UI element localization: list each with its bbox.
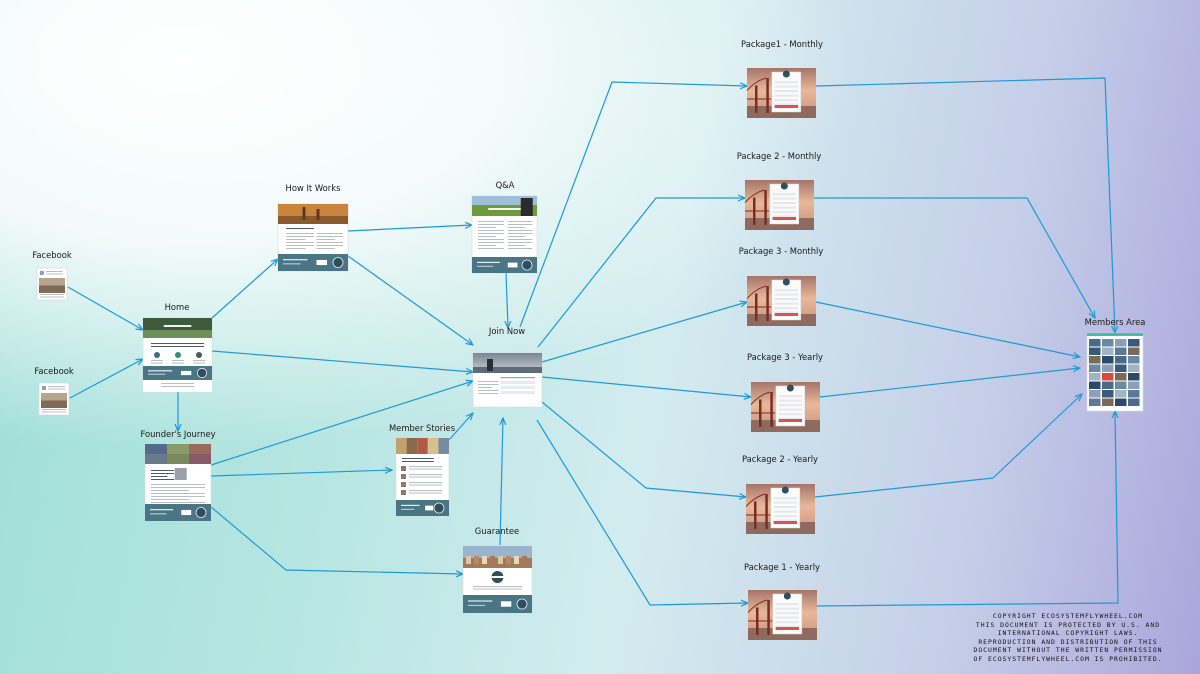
page-thumbnail-guarantee[interactable] bbox=[462, 545, 533, 614]
copyright-line: OF ECOSYSTEMFLYWHEEL.COM IS PROHIBITED. bbox=[973, 654, 1163, 663]
node-label-qa: Q&A bbox=[496, 180, 515, 190]
edge-home-to-join bbox=[211, 350, 473, 372]
page-thumbnail-p2m[interactable] bbox=[744, 180, 814, 230]
node-how[interactable]: How It Works bbox=[277, 183, 349, 272]
edge-join-to-p3m bbox=[541, 302, 747, 363]
node-label-how: How It Works bbox=[286, 183, 341, 193]
page-thumbnail-fb2[interactable] bbox=[38, 382, 70, 416]
node-label-stories: Member Stories bbox=[389, 423, 455, 433]
edge-qa-to-join bbox=[506, 272, 508, 328]
page-thumbnail-join[interactable] bbox=[472, 352, 543, 408]
node-label-guarantee: Guarantee bbox=[475, 526, 519, 536]
edge-home-to-how bbox=[211, 259, 278, 319]
node-founder[interactable]: Founder's Journey bbox=[140, 429, 216, 522]
edge-founder-to-guarantee bbox=[210, 506, 463, 574]
node-label-p3y: Package 3 - Yearly bbox=[747, 352, 823, 362]
edge-guarantee-to-join bbox=[500, 418, 503, 546]
edge-how-to-join bbox=[347, 255, 473, 345]
edge-p2y-to-members bbox=[814, 394, 1082, 498]
page-thumbnail-fb1[interactable] bbox=[36, 267, 68, 301]
page-thumbnail-founder[interactable] bbox=[144, 443, 212, 522]
copyright-line: DOCUMENT WITHOUT THE WRITTEN PERMISSION bbox=[973, 646, 1163, 655]
copyright-line: COPYRIGHT ECOSYSTEMFLYWHEEL.COM bbox=[992, 612, 1144, 620]
node-qa[interactable]: Q&A bbox=[471, 180, 538, 274]
node-label-p2m: Package 2 - Monthly bbox=[737, 151, 822, 161]
node-label-join: Join Now bbox=[488, 326, 525, 336]
edge-join-to-p2m bbox=[537, 198, 745, 348]
node-label-p1m: Package1 - Monthly bbox=[741, 39, 823, 49]
edge-p1y-to-members bbox=[816, 411, 1118, 607]
edge-join-to-p2y bbox=[541, 401, 746, 497]
node-p1m[interactable]: Package1 - Monthly bbox=[741, 39, 823, 118]
copyright-line: REPRODUCTION AND DISTRIBUTION OF THIS bbox=[978, 637, 1158, 646]
copyright-line: INTERNATIONAL COPYRIGHT LAWS. bbox=[997, 629, 1139, 638]
edge-join-to-p1m bbox=[519, 81, 747, 328]
page-thumbnail-members[interactable] bbox=[1086, 332, 1144, 412]
node-label-p1y: Package 1 - Yearly bbox=[744, 562, 820, 572]
page-thumbnail-p3m[interactable] bbox=[746, 276, 816, 326]
page-thumbnail-home[interactable] bbox=[142, 317, 213, 393]
node-label-members: Members Area bbox=[1085, 317, 1146, 327]
page-thumbnail-qa[interactable] bbox=[471, 195, 538, 274]
node-join[interactable]: Join Now bbox=[472, 326, 543, 408]
node-fb2[interactable]: Facebook bbox=[34, 366, 74, 416]
edge-p3m-to-members bbox=[815, 301, 1080, 357]
edge-p2m-to-members bbox=[814, 197, 1095, 318]
node-label-fb1: Facebook bbox=[32, 250, 72, 260]
edge-founder-to-join bbox=[210, 381, 473, 466]
node-label-home: Home bbox=[165, 302, 190, 312]
node-p1y[interactable]: Package 1 - Yearly bbox=[744, 562, 820, 640]
page-thumbnail-p3y[interactable] bbox=[750, 382, 820, 432]
node-label-p2y: Package 2 - Yearly bbox=[742, 454, 818, 464]
page-thumbnail-p2y[interactable] bbox=[745, 484, 815, 534]
node-label-p3m: Package 3 - Monthly bbox=[739, 246, 824, 256]
node-members[interactable]: Members Area bbox=[1085, 317, 1146, 412]
node-stories[interactable]: Member Stories bbox=[389, 423, 455, 517]
page-thumbnail-p1y[interactable] bbox=[747, 590, 817, 640]
node-home[interactable]: Home bbox=[142, 302, 213, 393]
node-p3y[interactable]: Package 3 - Yearly bbox=[747, 352, 823, 432]
node-label-fb2: Facebook bbox=[34, 366, 74, 376]
node-label-founder: Founder's Journey bbox=[140, 429, 215, 439]
edge-join-to-p3y bbox=[541, 376, 751, 397]
node-fb1[interactable]: Facebook bbox=[32, 250, 72, 301]
edge-join-to-p1y bbox=[536, 419, 748, 605]
node-p2m[interactable]: Package 2 - Monthly bbox=[737, 151, 822, 230]
edge-p3y-to-members bbox=[819, 368, 1080, 398]
page-thumbnail-how[interactable] bbox=[277, 203, 349, 272]
edges-layer bbox=[67, 77, 1118, 607]
edge-p1m-to-members bbox=[815, 77, 1115, 333]
page-thumbnail-stories[interactable] bbox=[395, 437, 450, 517]
node-p3m[interactable]: Package 3 - Monthly bbox=[739, 246, 824, 326]
page-thumbnail-p1m[interactable] bbox=[746, 68, 816, 118]
edge-founder-to-stories bbox=[210, 470, 392, 477]
node-p2y[interactable]: Package 2 - Yearly bbox=[742, 454, 818, 534]
edge-stories-to-join bbox=[448, 413, 473, 441]
edge-how-to-qa bbox=[347, 225, 472, 232]
copyright-line: THIS DOCUMENT IS PROTECTED BY U.S. AND bbox=[975, 620, 1161, 629]
edge-fb1-to-home bbox=[67, 286, 143, 330]
node-guarantee[interactable]: Guarantee bbox=[462, 526, 533, 614]
edge-fb2-to-home bbox=[69, 359, 143, 399]
